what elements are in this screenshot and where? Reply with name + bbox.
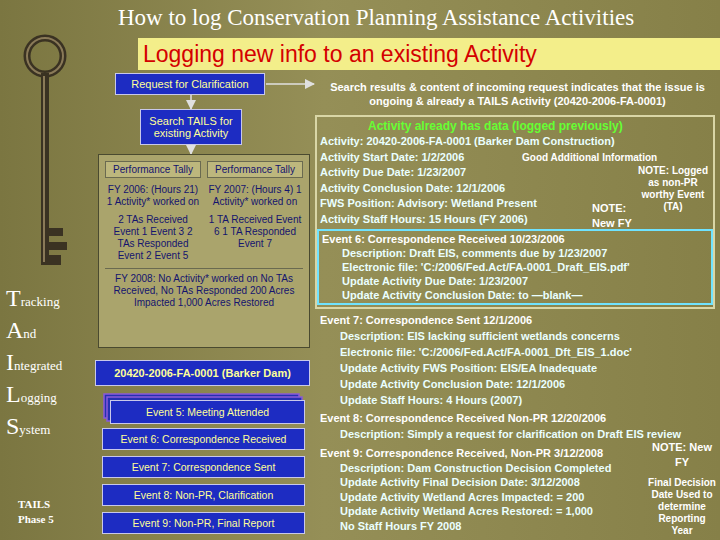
note: NOTE: <box>592 201 652 216</box>
acronym-word: Logging <box>6 380 96 412</box>
box-text: Activity: 20420-2006-FA-0001 (Barker Dam… <box>320 134 710 150</box>
acronym-word: And <box>6 316 96 348</box>
subtitle: Logging new info to an existing Activity <box>143 40 715 68</box>
box-text: Activity Staff Hours: 15 Hours (FY 2006) <box>320 212 710 228</box>
box-text: Search TAILS for existing Activity <box>145 115 237 139</box>
text-group: Event 5: Meeting Attended <box>115 406 300 418</box>
search-result-note: Search results & content of incoming req… <box>320 80 715 108</box>
label-group: NOTE: New FY <box>648 440 716 470</box>
box-text: 2 TAs Received Event 1 Event 3 2 TAs Res… <box>105 214 201 262</box>
event-detail: Update Activity FWS Position: EIS/EA Ina… <box>340 360 715 376</box>
box-text: Event 6: Correspondence Received 10/23/2… <box>322 232 708 246</box>
event-detail: Description: EIS lacking sufficient wetl… <box>340 328 715 344</box>
text-group: Event 6: Correspondence Received 10/23/2… <box>322 232 708 302</box>
event-detail: Event 8: Correspondence Received Non-PR … <box>320 410 715 426</box>
note: Final Decision Date Used to determine Re… <box>648 477 716 537</box>
note: NOTE: New FY <box>648 440 716 470</box>
label-group: Search results & content of incoming req… <box>320 80 715 108</box>
activity-box: 20420-2006-FA-0001 (Barker Dam) <box>95 360 310 386</box>
connector-arrow <box>190 95 192 109</box>
box-text: Electronic file: 'C:/2006/Fed.Act/FA-000… <box>342 260 708 274</box>
label-group: Final Decision Date Used to determine Re… <box>648 477 716 537</box>
event-detail: Description: Dam Construction Decision C… <box>340 461 715 476</box>
label-group: NOTE: Logged as non-PR worthy Event (TA) <box>632 165 714 213</box>
text-group: Request for Clarification <box>120 78 260 90</box>
note: NOTE: Logged as non-PR worthy Event (TA) <box>632 165 714 213</box>
pointer-line <box>266 83 314 85</box>
event-detail: Update Staff Hours: 4 Hours (2007) <box>340 392 715 408</box>
event-box: Event 6: Correspondence Received <box>102 428 305 450</box>
box-text: Event 5: Meeting Attended <box>115 406 300 418</box>
box-text: Event 7: Correspondence Sent <box>107 461 300 473</box>
label-group: TAILSPhase 5 <box>18 497 90 527</box>
label-group: TrackingAndIntegratedLoggingSystem <box>6 284 96 444</box>
event-detail: Electronic file: 'C:/2006/Fed.Act/FA-000… <box>340 344 715 360</box>
phase-label: TAILS <box>18 497 90 512</box>
box-text: Performance Tally <box>207 161 303 178</box>
box-text: Update Activity Conclusion Date: to —bla… <box>342 288 708 302</box>
tally-panel: Performance Tally Performance Tally FY 200… <box>98 154 310 348</box>
label-group: NOTE:New FY <box>592 201 652 231</box>
event-detail: Event 9: Correspondence Received, Non-PR… <box>320 446 715 461</box>
box-text: 1 TA Received Event 6 1 TA Responded Eve… <box>207 214 303 262</box>
box-text: 20420-2006-FA-0001 (Barker Dam) <box>100 367 305 379</box>
event-box: Event 5: Meeting Attended <box>110 400 305 424</box>
label-group: Logging new info to an existing Activity <box>143 40 715 68</box>
event-record-box: Event 6: Correspondence Received 10/23/2… <box>317 229 713 305</box>
event-detail: Event 7: Correspondence Sent 12/1/2006 <box>320 312 715 328</box>
text-group: Event 9: Non-PR, Final Report <box>107 517 300 529</box>
text-group: 20420-2006-FA-0001 (Barker Dam) <box>100 367 305 379</box>
activity-record-panel: Activity already has data (logged previo… <box>315 115 715 309</box>
event-box: Event 7: Correspondence Sent <box>102 456 305 478</box>
box-text: FY 2007: (Hours 4) 1 Activity* worked on <box>207 184 303 208</box>
acronym-word: Tracking <box>6 284 96 316</box>
event-box: Event 8: Non-PR, Clarification <box>102 484 305 506</box>
search-box: Search TAILS for existing Activity <box>140 109 242 145</box>
box-text: Description: Draft EIS, comments due by … <box>342 246 708 260</box>
box-text: FY 2008: No Activity* worked on No TAs R… <box>105 268 303 309</box>
slide-title: How to log Conservation Planning Assista… <box>118 3 718 33</box>
acronym-word: Integrated <box>6 348 96 380</box>
phase-label: Phase 5 <box>18 512 90 527</box>
box-text: Activity already has data (logged previo… <box>368 119 710 134</box>
note: New FY <box>592 216 652 231</box>
text-group: Event 7: Correspondence Sent <box>107 461 300 473</box>
label-group: Good Additional Information <box>522 152 712 164</box>
connector-arrow <box>190 145 192 154</box>
label-group: Event 8: Correspondence Received Non-PR … <box>320 410 715 442</box>
text-group: Performance Tally Performance Tally FY 200… <box>105 161 303 309</box>
box-text: Request for Clarification <box>120 78 260 90</box>
event-box: Event 9: Non-PR, Final Report <box>102 512 305 534</box>
box-text: FY 2006: (Hours 21) 1 Activity* worked o… <box>105 184 201 208</box>
box-text: Event 8: Non-PR, Clarification <box>107 489 300 501</box>
acronym-word: System <box>6 412 96 444</box>
request-box: Request for Clarification <box>115 73 265 95</box>
note: Good Additional Information <box>522 152 712 164</box>
text-group: Event 8: Non-PR, Clarification <box>107 489 300 501</box>
box-text: Event 9: Non-PR, Final Report <box>107 517 300 529</box>
label-group: Event 7: Correspondence Sent 12/1/2006De… <box>320 312 715 408</box>
text-group: Event 6: Correspondence Received <box>107 433 300 445</box>
box-text: Update Activity Due Date: 1/23/2007 <box>342 274 708 288</box>
box-text: Performance Tally <box>105 161 201 178</box>
box-text: Event 6: Correspondence Received <box>107 433 300 445</box>
event-detail: Update Activity Conclusion Date: 12/1/20… <box>340 376 715 392</box>
key-illustration <box>27 38 67 265</box>
subtitle-band <box>138 38 720 70</box>
event-detail: Description: Simply a request for clarif… <box>340 426 715 442</box>
text-group: Search TAILS for existing Activity <box>145 115 237 139</box>
